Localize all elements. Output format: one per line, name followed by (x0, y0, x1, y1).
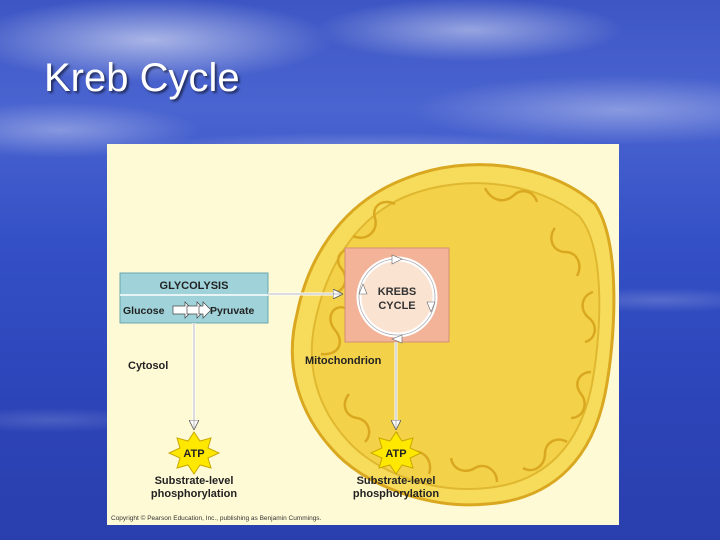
diagram-svg: GLYCOLYSIS Glucose Pyruvate KREBS CYCLE … (119, 163, 616, 507)
atp-burst-left (167, 431, 221, 475)
krebs-label-line2: CYCLE (378, 300, 415, 312)
slide-title: Kreb Cycle (44, 56, 240, 100)
substrate-level-label-left-2: phosphorylation (151, 488, 237, 500)
substrate-level-label-right-2: phosphorylation (353, 488, 439, 500)
glycolysis-box (119, 272, 269, 324)
substrate-level-label-right-1: Substrate-level (357, 475, 436, 487)
glucose-label: Glucose (123, 305, 165, 317)
atp-right-label: ATP (385, 448, 406, 460)
krebs-label-line1: KREBS (378, 286, 417, 298)
substrate-level-label-left-1: Substrate-level (155, 475, 234, 487)
atp-burst-right (369, 431, 423, 475)
glycolysis-arrows (172, 301, 212, 319)
cytosol-label: Cytosol (128, 360, 168, 372)
atp-left-label: ATP (183, 448, 204, 460)
krebs-cycle-arrowheads (358, 254, 436, 344)
copyright-notice: Copyright © Pearson Education, Inc., pub… (111, 515, 322, 522)
glycolysis-title: GLYCOLYSIS (160, 280, 229, 292)
mitochondrion-label: Mitochondrion (305, 355, 382, 367)
cellular-respiration-figure: GLYCOLYSIS Glucose Pyruvate KREBS CYCLE … (107, 144, 619, 525)
pyruvate-label: Pyruvate (210, 305, 255, 317)
